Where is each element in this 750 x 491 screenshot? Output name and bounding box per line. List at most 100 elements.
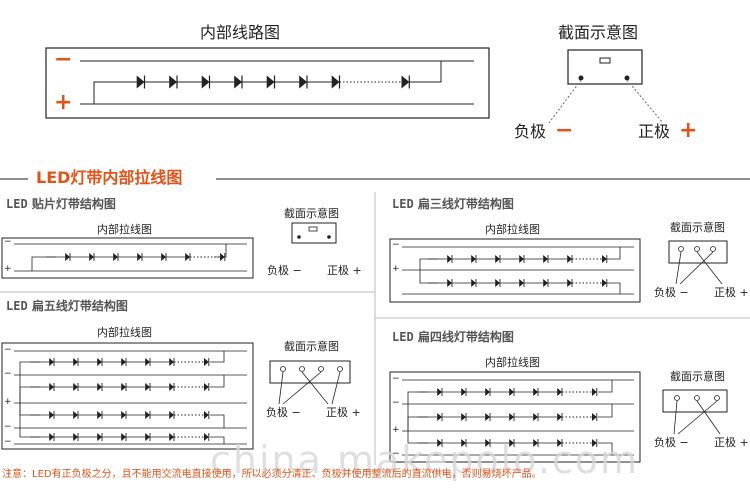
- flat3-row1-diode: [452, 255, 477, 263]
- smd-pos-label: 正极 +: [327, 264, 362, 277]
- top-feed-wire: [93, 81, 124, 104]
- flat4-diode-chain: [418, 388, 598, 447]
- flat5-return-3: [210, 414, 225, 428]
- flat4-feed-2: [407, 416, 428, 431]
- flat5-row4-diode: [54, 433, 79, 441]
- flat3-title-text: 扁三线灯带结构图: [417, 197, 514, 211]
- flat4-row2-diode-end: [592, 413, 598, 421]
- smd-title-led: LED: [6, 197, 28, 211]
- flat5-row4-diode: [150, 433, 175, 441]
- flat5-row4-diode: [78, 433, 103, 441]
- flat4-row1-diode: [466, 388, 491, 396]
- top-neg-sign: −: [555, 118, 574, 143]
- flat4-section-pin-3: [714, 395, 720, 401]
- flat5-wiring-frame: [1, 342, 254, 450]
- flat4-row2-diode: [466, 413, 491, 421]
- smd-wiring-title: 内部拉线图: [97, 223, 152, 236]
- flat5-section-body: [269, 360, 351, 384]
- flat5-row3-diode-end: [204, 411, 210, 419]
- top-diode: [144, 75, 178, 89]
- smd-wiring-diagram: [1, 237, 254, 279]
- flat4-cross-title: 截面示意图: [670, 370, 725, 383]
- flat3-left-pos: +: [392, 264, 400, 274]
- top-pos-sign: +: [679, 118, 698, 143]
- flat5-return-1: [210, 351, 225, 363]
- flat4-row2-diode: [442, 413, 467, 421]
- flat4-left-mark-3: +: [392, 425, 400, 435]
- flat3-row2-diode: [428, 279, 453, 287]
- flat4-left-mark-4: −: [392, 449, 400, 459]
- flat5-row1-diode: [78, 358, 103, 366]
- top-cross-section: [548, 49, 664, 124]
- smd-section-body: [291, 222, 337, 244]
- flat3-row2-diode: [548, 279, 573, 287]
- flat5-leader-3: [301, 371, 329, 405]
- flat5-row2-diode-end: [204, 383, 210, 391]
- flat5-row3-diode: [78, 411, 103, 419]
- flat3-wiring-title: 内部拉线图: [485, 223, 540, 236]
- smd-section-chip: [308, 226, 318, 232]
- flat5-feed-2: [19, 386, 40, 403]
- flat4-row2-diode: [538, 413, 563, 421]
- flat5-leader-2: [282, 371, 322, 405]
- flat5-title-led: LED: [6, 299, 28, 313]
- smd-cross-section: [291, 222, 337, 244]
- top-diode-chain: [112, 75, 410, 89]
- flat5-row2-diode: [102, 383, 127, 391]
- flat5-return-4: [210, 436, 225, 444]
- top-neg-label: 负极: [514, 122, 547, 141]
- flat5-row3-diode: [54, 411, 79, 419]
- flat3-cross-section: [668, 240, 728, 285]
- smd-title-text: 贴片灯带结构图: [31, 197, 116, 211]
- top-pos-leader: [626, 79, 664, 124]
- flat3-section-body: [668, 240, 728, 264]
- smd-diode: [118, 253, 143, 261]
- flat4-return-3: [598, 442, 613, 455]
- flat4-row2-diode: [418, 413, 443, 421]
- flat4-section-title: LED 扁四线灯带结构图: [392, 331, 514, 343]
- smd-diode: [142, 253, 167, 261]
- flat5-row3-diode: [150, 411, 175, 419]
- flat3-neg-label: 负极 −: [654, 286, 689, 299]
- flat4-wiring-title: 内部拉线图: [485, 356, 540, 369]
- flat4-neg-label: 负极 −: [654, 436, 689, 449]
- flat3-diode-chain: [428, 255, 608, 287]
- flat3-row1-diode: [428, 255, 453, 263]
- flat3-row1-diode: [524, 255, 549, 263]
- flat5-row4-diode: [102, 433, 127, 441]
- smd-cross-title: 截面示意图: [284, 207, 339, 220]
- flat5-row1-diode: [150, 358, 175, 366]
- flat3-row1-diode: [548, 255, 573, 263]
- flat3-feed-wire-2: [419, 270, 438, 284]
- top-diode: [209, 75, 243, 89]
- flat5-row2-diode: [126, 383, 151, 391]
- smd-section-title: LED 贴片灯带结构图: [6, 198, 116, 210]
- smd-section-neg-pin: [297, 235, 301, 239]
- flat4-row2-diode: [514, 413, 539, 421]
- smd-return-wire: [214, 244, 227, 258]
- flat5-feed-3: [19, 403, 40, 416]
- flat4-wiring-frame: [389, 371, 641, 463]
- flat4-leader-2: [677, 400, 718, 435]
- flat5-left-mark-1: −: [4, 345, 12, 355]
- flat5-row2-diode: [150, 383, 175, 391]
- top-diode: [177, 75, 211, 89]
- flat5-feed-1: [19, 361, 40, 403]
- flat5-row4-diode: [126, 433, 151, 441]
- top-diode: [242, 75, 276, 89]
- smd-diode: [70, 253, 95, 261]
- flat3-section-pin-2: [694, 246, 700, 252]
- flat4-section-pin-1: [674, 395, 680, 401]
- flat5-row1-diode: [30, 358, 55, 366]
- flat5-row4-diode: [30, 433, 55, 441]
- top-pos-label: 正极: [638, 122, 671, 141]
- flat4-cross-section: [662, 389, 728, 435]
- flat5-left-mark-5: −: [4, 437, 12, 447]
- flat4-row2-diode: [490, 413, 515, 421]
- flat3-section-pin-1: [678, 246, 684, 252]
- flat5-row4-diode-end: [204, 433, 210, 441]
- flat5-leader-1: [278, 371, 284, 405]
- top-wiring-title: 内部线路图: [200, 23, 281, 42]
- flat5-neg-label: 负极 −: [266, 406, 301, 419]
- flat5-row2-diode: [78, 383, 103, 391]
